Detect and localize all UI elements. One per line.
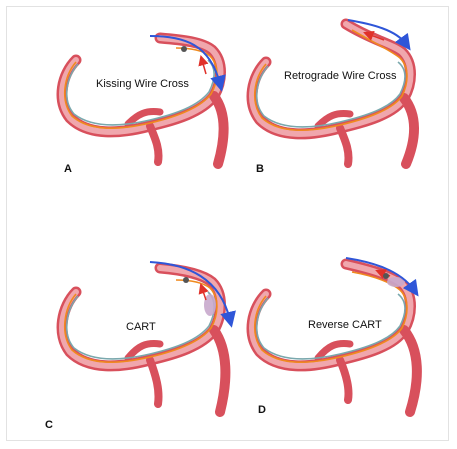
occlusion-marker-a (181, 46, 187, 52)
retrograde-arrow-b (363, 30, 385, 41)
antegrade-arrow-d (345, 257, 419, 297)
vessel-b-inner (249, 21, 414, 137)
occlusion-marker-c (183, 277, 189, 283)
occlusion-marker-d (383, 273, 389, 279)
retrograde-arrow-c (198, 283, 209, 301)
vessel-d-outer (246, 258, 416, 372)
vessel-b-sidebranch-2 (314, 110, 354, 130)
vessel-a-sidebranch (146, 122, 163, 166)
vessel-c-sidebranch (146, 356, 163, 408)
panel-a-title: Kissing Wire Cross (96, 78, 189, 90)
antegrade-arrow-c (149, 261, 236, 328)
wire-d-orange (254, 271, 408, 363)
vessel-c-inner (59, 265, 224, 369)
vessel-a-inner (59, 35, 224, 135)
wire-b-teal (256, 61, 406, 128)
wire-d-teal (256, 293, 406, 360)
vessel-a-branch (209, 91, 229, 169)
vessel-d-branch (399, 325, 422, 417)
panel-b-letter: B (256, 163, 264, 175)
retrograde-arrow-a (198, 54, 209, 75)
panel-a-letter: A (64, 163, 72, 175)
panel-a-illustration (56, 32, 229, 169)
balloon-c (204, 294, 216, 316)
panel-d-letter: D (258, 404, 266, 416)
vessel-d-sidebranch-2 (314, 340, 354, 362)
panel-c-illustration (56, 261, 236, 417)
panel-d-title: Reverse CART (308, 319, 382, 331)
vessel-c-sidebranch-2 (124, 340, 164, 362)
wire-c-teal (66, 291, 215, 360)
panel-b-title: Retrograde Wire Cross (284, 70, 397, 82)
wire-a-orange (64, 47, 218, 129)
antegrade-arrow-a (149, 35, 226, 92)
vessel-c-branch (209, 325, 231, 417)
wire-c-orange (63, 279, 218, 363)
antegrade-arrow-b (347, 19, 411, 51)
wire-b-orange (254, 29, 408, 131)
panel-c-letter: C (45, 419, 53, 431)
vessel-a-sidebranch-2 (124, 108, 164, 128)
vessel-d-sidebranch (336, 356, 353, 404)
vessel-b-sidebranch (336, 124, 353, 168)
panel-c-title: CART (126, 321, 156, 333)
panel-b-illustration (246, 18, 419, 169)
vessel-b-branch (399, 93, 419, 169)
panel-d-illustration (246, 257, 422, 417)
figure-frame (6, 6, 449, 441)
balloon-d (387, 277, 405, 287)
